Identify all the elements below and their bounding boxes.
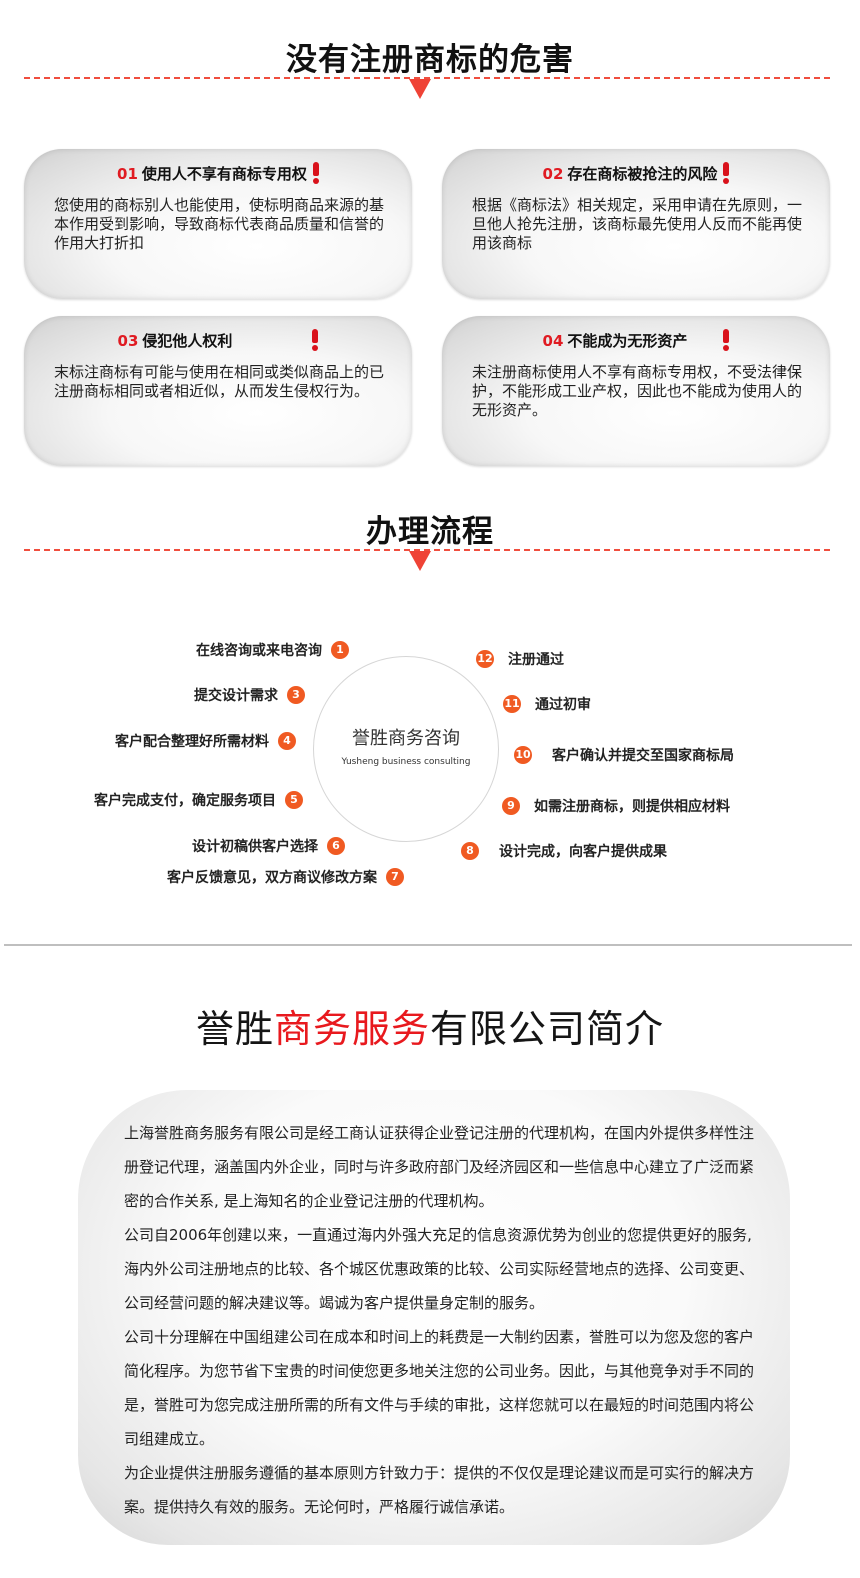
step-number-badge: 3 bbox=[287, 686, 305, 704]
process-step-10: 10 客户确认并提交至国家商标局 bbox=[514, 745, 734, 765]
step-label: 如需注册商标，则提供相应材料 bbox=[534, 799, 730, 815]
card-number: 02 bbox=[542, 165, 564, 183]
down-triangle-icon bbox=[409, 79, 431, 99]
process-step-1: 在线咨询或来电咨询 1 bbox=[196, 640, 349, 660]
intro-paragraph: 公司自2006年创建以来，一直通过海内外强大充足的信息资源优势为创业的您提供更好… bbox=[124, 1226, 755, 1312]
section-title-process: 办理流程 bbox=[366, 514, 494, 550]
card-heading: 不能成为无形资产 bbox=[567, 332, 688, 350]
center-title: 誉胜商务咨询 bbox=[352, 728, 460, 749]
step-label: 设计完成，向客户提供成果 bbox=[499, 844, 667, 860]
title-part: 誉胜 bbox=[195, 1007, 274, 1051]
process-step-7: 客户反馈意见，双方商议修改方案 7 bbox=[167, 867, 404, 887]
step-label: 在线咨询或来电咨询 bbox=[196, 643, 322, 659]
company-intro-title: 誉胜商务服务有限公司简介 bbox=[0, 998, 860, 1053]
company-intro-text: 上海誉胜商务服务有限公司是经工商认证获得企业登记注册的代理机构，在国内外提供多样… bbox=[124, 1116, 754, 1524]
card-body: 末标注商标有可能与使用在相同或类似商品上的已注册商标相同或者相近似，从而发生侵权… bbox=[54, 363, 385, 400]
card-number: 04 bbox=[542, 332, 564, 350]
intro-paragraph: 上海誉胜商务服务有限公司是经工商认证获得企业登记注册的代理机构，在国内外提供多样… bbox=[124, 1124, 755, 1210]
card-number: 01 bbox=[117, 165, 138, 183]
step-label: 客户反馈意见，双方商议修改方案 bbox=[167, 870, 377, 886]
process-step-11: 11 通过初审 bbox=[503, 694, 591, 714]
card-body: 根据《商标法》相关规定，采用申请在先原则，一旦他人抢先注册，该商标最先使用人反而… bbox=[472, 196, 803, 252]
process-step-9: 9 如需注册商标，则提供相应材料 bbox=[502, 796, 730, 816]
card-heading: 侵犯他人权利 bbox=[142, 332, 233, 350]
step-label: 客户配合整理好所需材料 bbox=[115, 734, 269, 750]
horizontal-divider bbox=[4, 944, 852, 946]
step-number-badge: 10 bbox=[514, 746, 532, 764]
company-intro-box bbox=[78, 1090, 790, 1545]
title-part: 有限公司简介 bbox=[430, 1007, 665, 1051]
process-step-5: 客户完成支付，确定服务项目 5 bbox=[94, 790, 303, 810]
card-number: 03 bbox=[117, 332, 139, 350]
step-label: 客户确认并提交至国家商标局 bbox=[552, 748, 734, 764]
step-label: 通过初审 bbox=[535, 697, 591, 713]
card-heading: 使用人不享有商标专用权 bbox=[141, 165, 307, 183]
card-heading: 存在商标被抢注的风险 bbox=[567, 165, 718, 183]
process-step-3: 提交设计需求 3 bbox=[194, 685, 305, 705]
exclamation-icon bbox=[312, 329, 319, 351]
step-number-badge: 6 bbox=[327, 837, 345, 855]
step-number-badge: 4 bbox=[278, 732, 296, 750]
step-number-badge: 11 bbox=[503, 695, 521, 713]
card-body: 您使用的商标别人也能使用，使标明商品来源的基本作用受到影响，导致商标代表商品质量… bbox=[54, 196, 385, 252]
center-circle: 誉胜商务咨询 Yusheng business consulting bbox=[313, 656, 499, 842]
card-body: 未注册商标使用人不享有商标专用权，不受法律保护，不能形成工业产权，因此也不能成为… bbox=[472, 363, 803, 419]
dashed-divider bbox=[24, 549, 830, 551]
process-step-12: 12 注册通过 bbox=[476, 649, 564, 669]
step-number-badge: 12 bbox=[476, 650, 494, 668]
intro-paragraph: 公司十分理解在中国组建公司在成本和时间上的耗费是一大制约因素，誉胜可以为您及您的… bbox=[124, 1328, 755, 1448]
exclamation-icon bbox=[723, 162, 730, 184]
step-number-badge: 9 bbox=[502, 797, 520, 815]
exclamation-icon bbox=[312, 162, 319, 184]
process-step-4: 客户配合整理好所需材料 4 bbox=[115, 731, 296, 751]
step-label: 设计初稿供客户选择 bbox=[192, 839, 318, 855]
center-subtitle: Yusheng business consulting bbox=[341, 757, 471, 767]
step-label: 客户完成支付，确定服务项目 bbox=[94, 793, 276, 809]
step-label: 提交设计需求 bbox=[194, 688, 278, 704]
intro-paragraph: 为企业提供注册服务遵循的基本原则方针致力于：提供的不仅仅是理论建议而是可实行的解… bbox=[124, 1464, 755, 1516]
down-triangle-icon bbox=[409, 551, 431, 571]
step-number-badge: 7 bbox=[386, 868, 404, 886]
process-step-8: 8 设计完成，向客户提供成果 bbox=[461, 841, 667, 861]
step-label: 注册通过 bbox=[508, 652, 564, 668]
step-number-badge: 5 bbox=[285, 791, 303, 809]
step-number-badge: 1 bbox=[331, 641, 349, 659]
section-title-harms: 没有注册商标的危害 bbox=[286, 42, 574, 78]
dashed-divider bbox=[24, 77, 830, 79]
exclamation-icon bbox=[723, 329, 730, 351]
process-step-6: 设计初稿供客户选择 6 bbox=[192, 836, 345, 856]
step-number-badge: 8 bbox=[461, 842, 479, 860]
title-highlight: 商务服务 bbox=[273, 1007, 430, 1051]
